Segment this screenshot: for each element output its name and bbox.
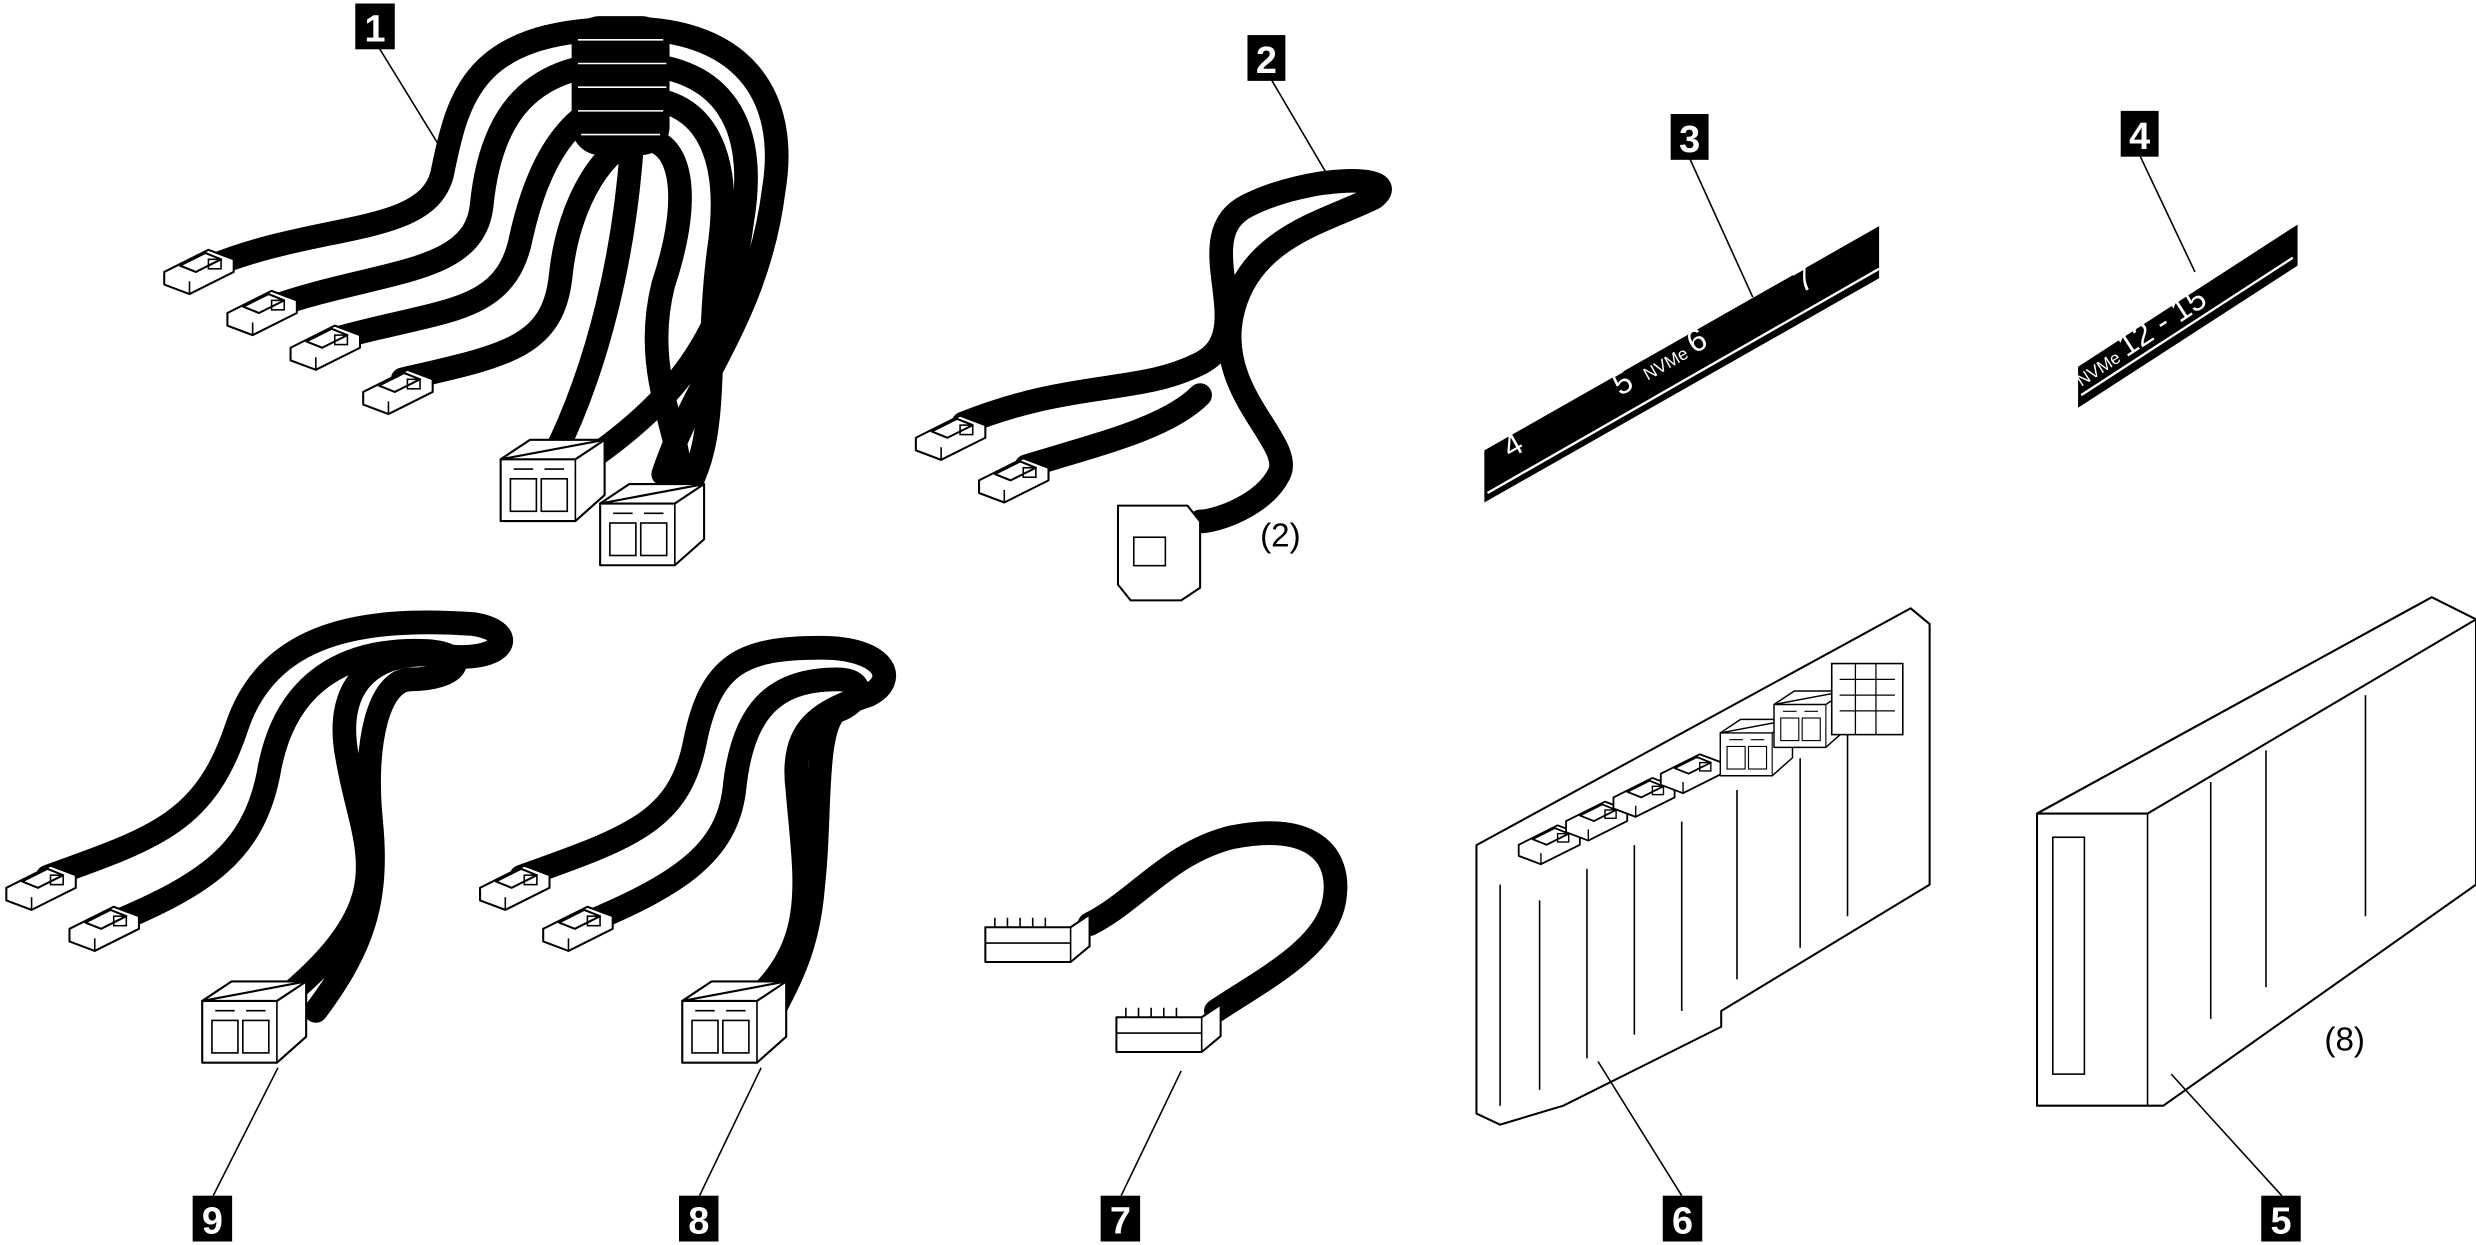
svg-text:3: 3 xyxy=(1679,119,1700,161)
item-4-label: NVMe 12 - 15 xyxy=(2073,224,2298,408)
cable-wrap xyxy=(571,16,670,156)
callout-2: 2 xyxy=(1247,35,1286,82)
item-5-quantity: (8) xyxy=(2324,1021,2365,1058)
callout-9: 9 xyxy=(192,1195,233,1243)
svg-text:7: 7 xyxy=(1110,1201,1131,1243)
svg-text:8: 8 xyxy=(688,1201,709,1243)
item-5-filler: (8) xyxy=(2035,596,2476,1107)
svg-text:1: 1 xyxy=(364,8,385,50)
item-7-cable xyxy=(984,821,1348,1054)
item-6-backplane xyxy=(1475,607,1931,1126)
item-3-label: 4 5 NVMe 6 7 xyxy=(1484,226,1880,503)
item-2-cable: (2) xyxy=(914,169,1392,602)
callout-1: 1 xyxy=(355,3,395,50)
svg-text:6: 6 xyxy=(1672,1201,1693,1243)
callout-4: 4 xyxy=(2120,110,2159,158)
callout-6: 6 xyxy=(1662,1195,1703,1243)
leader-lines xyxy=(212,47,2283,1197)
callout-5: 5 xyxy=(2261,1195,2301,1243)
svg-text:5: 5 xyxy=(2270,1201,2291,1243)
item-1-cable-harness xyxy=(163,16,789,567)
callout-7: 7 xyxy=(1100,1195,1141,1243)
item-9-cable xyxy=(5,610,513,1064)
item-8-cable xyxy=(479,635,896,1064)
svg-text:4: 4 xyxy=(2129,116,2150,158)
callout-3: 3 xyxy=(1670,114,1709,161)
item-2-quantity: (2) xyxy=(1260,518,1301,555)
svg-text:2: 2 xyxy=(1256,40,1277,82)
svg-text:9: 9 xyxy=(202,1201,223,1243)
callout-8: 8 xyxy=(679,1195,719,1243)
